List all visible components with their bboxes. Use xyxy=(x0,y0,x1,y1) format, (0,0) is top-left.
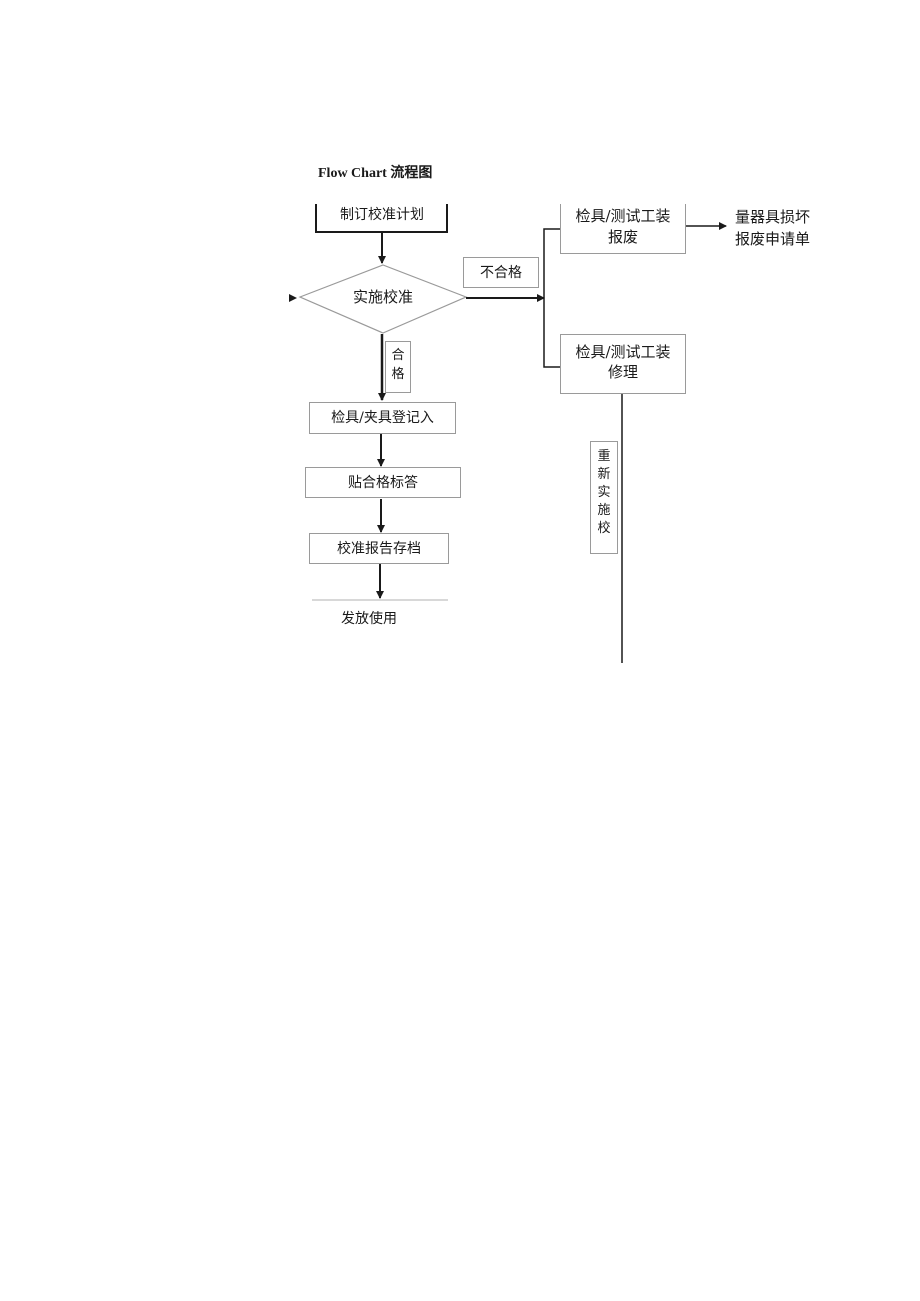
scrap-step-line-2: 报废 xyxy=(607,228,638,246)
register-step-box xyxy=(309,402,456,434)
scrap-step-box xyxy=(560,204,686,254)
register-step: 检具/夹具登记入 xyxy=(331,410,434,426)
scrap-request-line-1: 量器具损坏 xyxy=(735,208,811,226)
recalibrate-char-3: 实 xyxy=(597,485,611,500)
recalibrate-char-1: 重 xyxy=(597,449,611,464)
repair-step-line-1: 检具/测试工装 xyxy=(575,343,671,361)
pass-label-char-2: 格 xyxy=(391,367,405,382)
repair-step-line-2: 修理 xyxy=(607,363,638,381)
plan-step: 制订校准计划 xyxy=(340,207,424,223)
release-step: 发放使用 xyxy=(341,611,397,627)
recalibrate-char-5: 校 xyxy=(597,521,611,536)
label-step-box xyxy=(305,467,461,498)
fail-label-box xyxy=(463,257,539,288)
scrap-request-line-2: 报废申请单 xyxy=(735,230,811,248)
repair-step-box xyxy=(560,334,686,394)
scrap-step-line-1: 检具/测试工装 xyxy=(575,207,671,225)
recalibrate-char-4: 施 xyxy=(597,503,611,518)
fail-label: 不合格 xyxy=(480,265,522,281)
recalibrate-label-box xyxy=(590,441,618,554)
label-step: 贴合格标答 xyxy=(348,475,418,491)
calibrate-decision-label: 实施校准 xyxy=(352,288,413,306)
page-title: Flow Chart 流程图 xyxy=(318,166,433,181)
archive-step-box xyxy=(309,533,449,564)
recalibrate-char-2: 新 xyxy=(597,467,611,482)
archive-step: 校准报告存档 xyxy=(337,541,421,557)
fail-branch-bracket xyxy=(543,228,560,368)
pass-label-box xyxy=(385,341,411,393)
pass-label-char-1: 合 xyxy=(391,348,405,363)
loop-in-arrowhead xyxy=(289,294,297,302)
